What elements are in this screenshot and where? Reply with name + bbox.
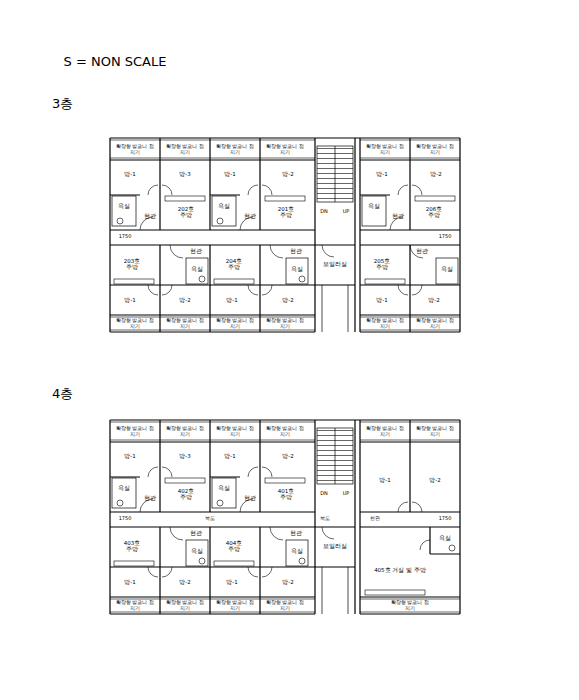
room-label: 확장형 발코니 접지기 [115, 144, 155, 155]
room-label: 현관 [392, 213, 404, 219]
room-label: 방-1 [124, 579, 135, 585]
room-label: 방-2 [429, 477, 440, 483]
room-label: 202호 주방 [174, 206, 198, 218]
room-label: 현관 [190, 530, 202, 536]
room-label: 1750 [439, 516, 452, 522]
room-label: 1750 [439, 234, 452, 240]
room-label: 205호 주방 [370, 258, 394, 270]
room-label: 확장형 발코니 접지기 [365, 318, 405, 329]
room-label: 확장형 발코니 접지기 [365, 426, 405, 437]
room-label: 욕실 [191, 266, 203, 272]
room-label: 복도 [320, 516, 330, 522]
room-label: 확장형 발코니 접지기 [115, 426, 155, 437]
room-label: 방-2 [430, 171, 441, 177]
room-label: 확장형 발코니 접지기 [365, 144, 405, 155]
room-label: 방-2 [179, 297, 190, 303]
room-label: 확장형 발코니 접지기 [215, 600, 255, 611]
room-label: 방-3 [179, 453, 190, 459]
room-label: 404호 주방 [222, 540, 246, 552]
room-label: 욕실 [218, 485, 230, 491]
room-label: 확장형 발코니 접지기 [265, 318, 305, 329]
room-label: 확장형 발코니 접지기 [215, 144, 255, 155]
room-label: 1750 [119, 516, 132, 522]
room-label: 방-1 [224, 453, 235, 459]
room-label: 욕실 [118, 485, 130, 491]
room-label: 욕실 [291, 266, 303, 272]
room-label: 현관 [290, 248, 302, 254]
room-label: 405호 거실 및 주방 [370, 567, 430, 573]
room-label: 방-2 [179, 579, 190, 585]
room-label: DN [320, 209, 328, 215]
room-label: UP [343, 491, 350, 497]
room-label: 201호 주방 [274, 206, 298, 218]
room-label: 욕실 [218, 203, 230, 209]
room-label: 확장형 발코니 접지기 [215, 318, 255, 329]
room-label: 현관 [244, 495, 256, 501]
room-label: 방-2 [282, 579, 293, 585]
room-label: 보일러실 [322, 261, 348, 267]
room-label: 욕실 [291, 548, 303, 554]
room-label: 401호 주방 [274, 488, 298, 500]
room-label: 방-1 [376, 297, 387, 303]
room-label: 1750 [119, 234, 132, 240]
room-label: 확장형 발코니 접지기 [165, 426, 205, 437]
room-label: 확장형 발코니 접지기 [415, 318, 455, 329]
room-label: 현관 [370, 516, 380, 522]
room-label: 확장형 발코니 접지기 [390, 600, 430, 611]
room-label: 복도 [205, 516, 215, 522]
room-label: 욕실 [439, 535, 451, 541]
scale-note: S = NON SCALE [64, 55, 167, 69]
room-label: 방-1 [379, 477, 390, 483]
room-label: 방-1 [226, 297, 237, 303]
room-label: 확장형 발코니 접지기 [115, 600, 155, 611]
room-label: DN [320, 491, 328, 497]
room-label: 확장형 발코니 접지기 [265, 426, 305, 437]
room-label: 현관 [416, 248, 428, 254]
room-label: 현관 [244, 213, 256, 219]
room-label: 확장형 발코니 접지기 [215, 426, 255, 437]
room-label: 방-2 [428, 297, 439, 303]
room-label: 현관 [290, 530, 302, 536]
room-label: 방-1 [124, 453, 135, 459]
room-label: 확장형 발코니 접지기 [415, 426, 455, 437]
room-label: 확장형 발코니 접지기 [415, 144, 455, 155]
room-label: 확장형 발코니 접지기 [165, 600, 205, 611]
room-label: 방-1 [124, 171, 135, 177]
room-label: 욕실 [191, 548, 203, 554]
room-label: 203호 주방 [120, 258, 144, 270]
room-label: 402호 주방 [174, 488, 198, 500]
room-label: 방-1 [224, 171, 235, 177]
room-label: 방-2 [282, 453, 293, 459]
floor-heading: 4층 [52, 385, 73, 403]
room-label: 현관 [190, 248, 202, 254]
floor-heading: 3층 [52, 95, 73, 113]
room-label: 욕실 [441, 266, 453, 272]
room-label: 확장형 발코니 접지기 [165, 318, 205, 329]
room-label: 확장형 발코니 접지기 [165, 144, 205, 155]
room-label: 현관 [144, 495, 156, 501]
room-label: 현관 [144, 213, 156, 219]
room-label: 방-1 [124, 297, 135, 303]
room-label: 확장형 발코니 접지기 [115, 318, 155, 329]
room-label: 욕실 [368, 203, 380, 209]
room-label: 확장형 발코니 접지기 [265, 144, 305, 155]
room-label: UP [343, 209, 350, 215]
room-label: 욕실 [118, 203, 130, 209]
room-label: 204호 주방 [222, 258, 246, 270]
room-label: 방-3 [179, 171, 190, 177]
room-label: 확장형 발코니 접지기 [265, 600, 305, 611]
room-label: 방-1 [376, 171, 387, 177]
room-label: 403호 주방 [120, 540, 144, 552]
room-label: 방-2 [282, 297, 293, 303]
room-label: 206호 주방 [422, 206, 446, 218]
room-label: 보일러실 [322, 543, 348, 549]
room-label: 방-1 [226, 579, 237, 585]
room-label: 방-2 [282, 171, 293, 177]
